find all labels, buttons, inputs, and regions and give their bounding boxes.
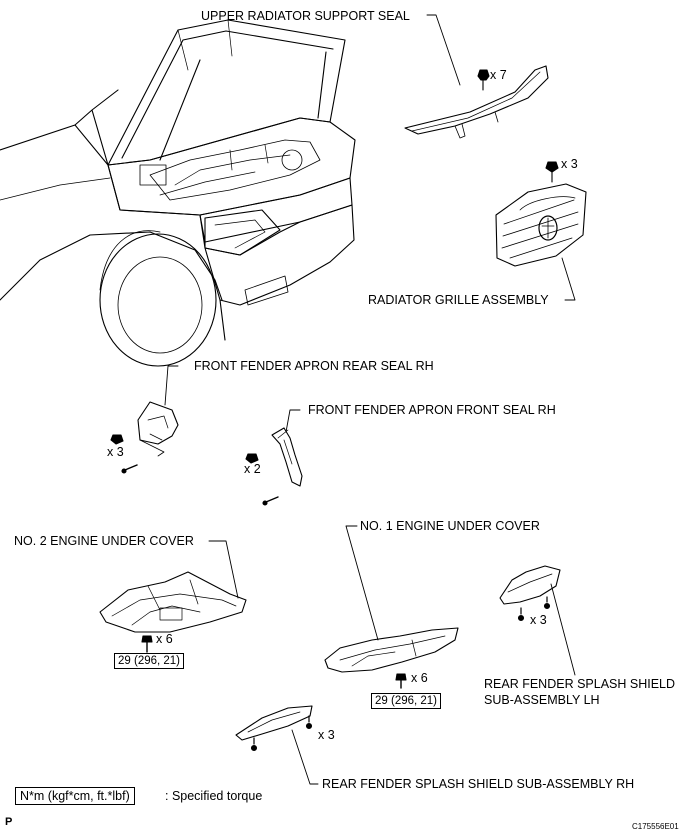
label-rear-fender-splash-shield-lh-line2: SUB-ASSEMBLY LH: [484, 693, 600, 707]
leader-rh-shield: [291, 729, 319, 785]
front-fender-apron-front-seal-part: [245, 427, 303, 506]
torque-no2-cover: 29 (296, 21): [114, 653, 185, 669]
no1-engine-under-cover-part: [324, 627, 459, 689]
legend-description: : Specified torque: [165, 789, 263, 803]
leader-lh-shield: [550, 583, 576, 676]
rear-fender-splash-shield-rh-part: [235, 705, 313, 752]
qty-grille-clips: x 3: [561, 157, 578, 171]
page-mark: P: [5, 816, 13, 828]
vehicle-illustration: [0, 19, 356, 367]
label-front-fender-apron-front-seal-rh: FRONT FENDER APRON FRONT SEAL RH: [308, 403, 556, 417]
qty-rh-shield-fasteners: x 3: [318, 728, 335, 742]
leader-upper-seal: [426, 14, 461, 86]
front-fender-apron-rear-seal-part: [110, 401, 179, 474]
leader-no1-cover: [345, 525, 379, 641]
qty-front-seal-clips: x 2: [244, 462, 261, 476]
label-front-fender-apron-rear-seal-rh: FRONT FENDER APRON REAR SEAL RH: [194, 359, 434, 373]
label-radiator-grille-assembly: RADIATOR GRILLE ASSEMBLY: [368, 293, 549, 307]
label-no2-engine-under-cover: NO. 2 ENGINE UNDER COVER: [14, 534, 194, 548]
label-rear-fender-splash-shield-lh-line1: REAR FENDER SPLASH SHIELD: [484, 677, 676, 691]
rear-fender-splash-shield-lh-part: [499, 565, 561, 622]
legend-torque-unit: N*m (kgf*cm, ft.*lbf): [15, 787, 135, 805]
radiator-grille-part: [495, 161, 587, 267]
upper-radiator-support-seal-part: [404, 65, 549, 139]
leader-no2-cover: [208, 540, 239, 599]
qty-lh-shield-fasteners: x 3: [530, 613, 547, 627]
label-upper-radiator-support-seal: UPPER RADIATOR SUPPORT SEAL: [201, 9, 410, 23]
leader-front-seal: [285, 409, 301, 433]
figure-code: C175556E01: [632, 822, 679, 831]
no2-engine-under-cover-part: [99, 571, 247, 653]
qty-no1-cover-bolts: x 6: [411, 671, 428, 685]
label-no1-engine-under-cover: NO. 1 ENGINE UNDER COVER: [360, 519, 540, 533]
qty-no2-cover-bolts: x 6: [156, 632, 173, 646]
qty-support-seal-clips: x 7: [490, 68, 507, 82]
label-rear-fender-splash-shield-rh: REAR FENDER SPLASH SHIELD SUB-ASSEMBLY R…: [322, 777, 635, 791]
qty-rear-seal-clips: x 3: [107, 445, 124, 459]
leader-rear-seal: [164, 365, 179, 406]
leader-grille: [561, 257, 576, 301]
torque-no1-cover: 29 (296, 21): [371, 693, 442, 709]
